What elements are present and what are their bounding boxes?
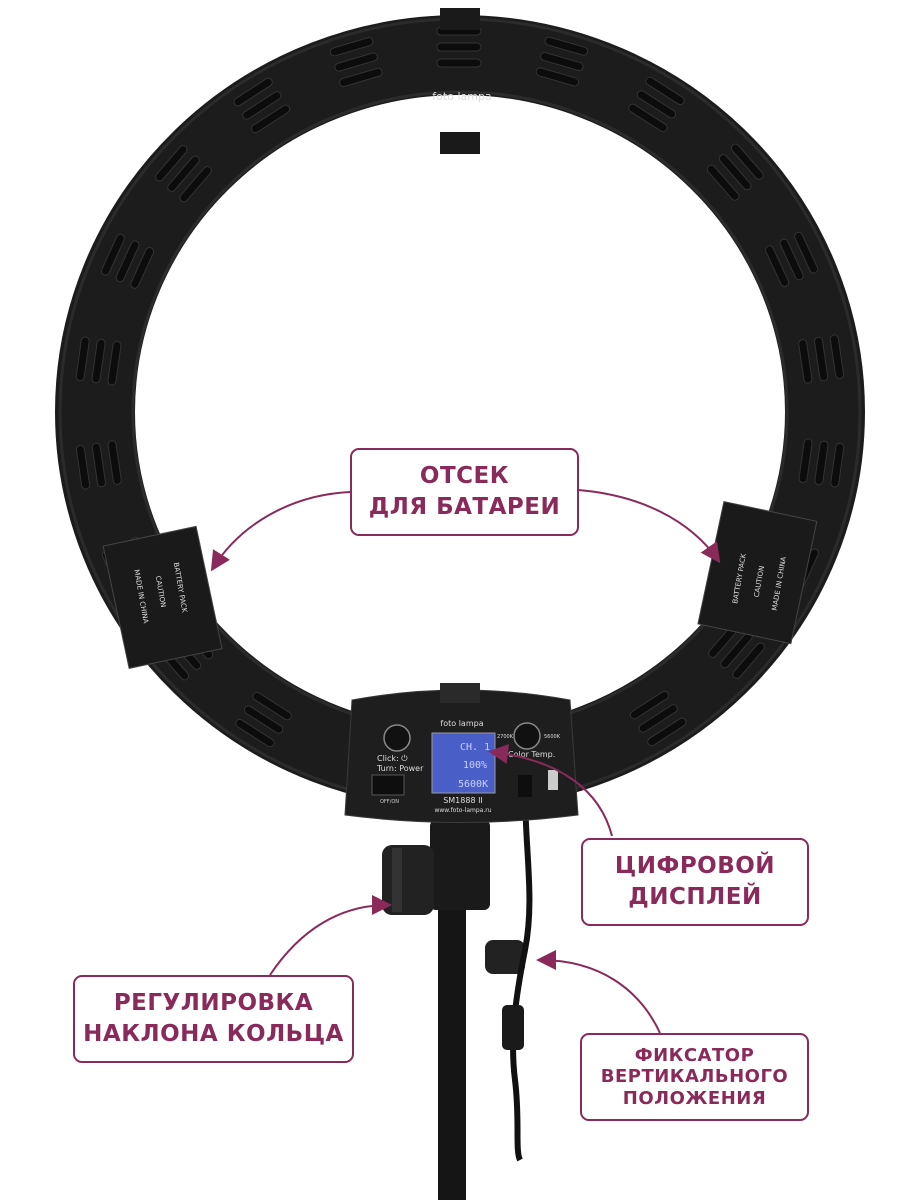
vent-slot	[629, 690, 670, 720]
vent-slot	[252, 691, 292, 721]
vent-slot	[436, 42, 482, 52]
vent-slot	[544, 36, 589, 56]
lcd-display	[431, 732, 496, 794]
display-brightness: 100%	[463, 760, 487, 771]
callout-line: ВЕРТИКАЛЬНОГО	[600, 1066, 789, 1088]
vent-slot	[638, 704, 678, 733]
vent-slot	[101, 233, 125, 276]
vent-slot	[765, 245, 790, 287]
temp-knob[interactable]	[513, 722, 541, 750]
callout-line: НАКЛОНА КОЛЬЦА	[83, 1021, 344, 1047]
vent-slot	[107, 340, 122, 386]
cable-ferrite	[502, 1005, 524, 1050]
callout-line: ДИСПЛЕЙ	[628, 884, 762, 910]
vent-slot	[732, 642, 765, 679]
callout-line: ФИКСАТОР	[634, 1044, 755, 1066]
vent-slot	[243, 705, 284, 734]
temp-min-label: 2700K	[497, 734, 514, 740]
vent-slot	[830, 442, 845, 488]
temp-label: Color Temp.	[508, 750, 555, 759]
top-mount	[440, 8, 480, 30]
dimmer-click-label: Click: ⏻	[377, 754, 408, 763]
dc-jack[interactable]	[518, 775, 532, 797]
battery-compartment-left[interactable]: BATTERY PACK CAUTION MADE IN CHINA	[102, 525, 223, 669]
vent-slot	[91, 442, 106, 488]
lock-knob[interactable]	[485, 940, 525, 974]
vent-slot	[645, 76, 685, 106]
vent-slot	[233, 77, 273, 107]
vent-slot	[779, 238, 804, 281]
led-ring	[55, 15, 865, 809]
vent-slot	[814, 440, 829, 486]
vent-slot	[155, 145, 188, 182]
vent-slot	[329, 37, 374, 57]
power-switch[interactable]	[371, 774, 405, 796]
vent-slot	[436, 58, 482, 68]
callout-lock: ФИКСАТОР ВЕРТИКАЛЬНОГО ПОЛОЖЕНИЯ	[580, 1033, 809, 1121]
dimmer-turn-label: Turn: Power	[376, 764, 424, 773]
temp-max-label: 5600K	[544, 734, 561, 740]
vent-slot	[107, 440, 122, 485]
callout-line: РЕГУЛИРОВКА	[113, 989, 314, 1016]
vent-slot	[628, 103, 668, 133]
arrow-battery-left	[210, 491, 351, 572]
vent-slot	[794, 231, 819, 274]
vent-slot	[179, 166, 212, 203]
callout-line: ДЛЯ БАТАРЕИ	[368, 494, 561, 520]
dimmer-knob[interactable]	[383, 724, 411, 752]
display-channel: CH. 1	[460, 742, 490, 753]
arrow-battery-right	[577, 489, 721, 564]
vent-slot	[718, 154, 752, 191]
display-color-temp: 5600K	[458, 779, 488, 790]
brand-logo: foto lampa	[432, 90, 491, 103]
tilt-knob[interactable]	[382, 845, 434, 915]
vent-slot	[338, 67, 383, 88]
vent-slot	[91, 338, 106, 384]
vent-slot	[647, 717, 687, 747]
callout-line: ПОЛОЖЕНИЯ	[622, 1087, 767, 1109]
callout-battery: ОТСЕК ДЛЯ БАТАРЕИ	[350, 448, 579, 536]
arrow-display	[488, 743, 613, 837]
vent-slot	[334, 52, 378, 72]
callout-tilt: РЕГУЛИРОВКА НАКЛОНА КОЛЬЦА	[73, 975, 354, 1063]
vent-slot	[814, 336, 829, 382]
switch-label: OFF/ON	[380, 799, 399, 805]
callout-line: ЦИФРОВОЙ	[614, 852, 776, 879]
vent-slot	[798, 438, 813, 484]
control-panel: foto lampa Click: ⏻ Turn: Power OFF/ON 2…	[344, 683, 579, 823]
model-label: SM1888 II	[443, 796, 483, 805]
vent-slot	[798, 339, 813, 384]
vent-slot	[706, 164, 740, 201]
vent-slot	[535, 67, 580, 87]
website-label: www.foto-lampa.ru	[434, 807, 491, 814]
callout-line: ОТСЕК	[419, 462, 510, 489]
vent-slot	[540, 51, 584, 72]
vent-slot	[167, 155, 200, 192]
arrow-tilt	[269, 895, 392, 976]
vent-slot	[250, 104, 291, 134]
vent-slot	[75, 336, 90, 382]
panel-logo: foto lampa	[440, 719, 483, 728]
vent-slot	[242, 91, 282, 120]
vent-slot	[130, 247, 155, 289]
power-cable	[510, 789, 533, 1162]
vent-slot	[75, 444, 91, 490]
vent-slot	[829, 334, 845, 380]
battery-compartment-right[interactable]: BATTERY PACK CAUTION MADE IN CHINA	[697, 500, 818, 645]
stand-pole	[438, 860, 466, 1200]
vent-slot	[235, 718, 275, 748]
usb-port[interactable]	[548, 770, 558, 790]
callout-display: ЦИФРОВОЙ ДИСПЛЕЙ	[581, 838, 809, 926]
arrow-lock	[536, 950, 661, 1034]
vent-slot	[636, 90, 677, 119]
vent-slot	[115, 240, 140, 283]
stand-head	[430, 820, 490, 910]
vent-slot	[730, 143, 764, 180]
